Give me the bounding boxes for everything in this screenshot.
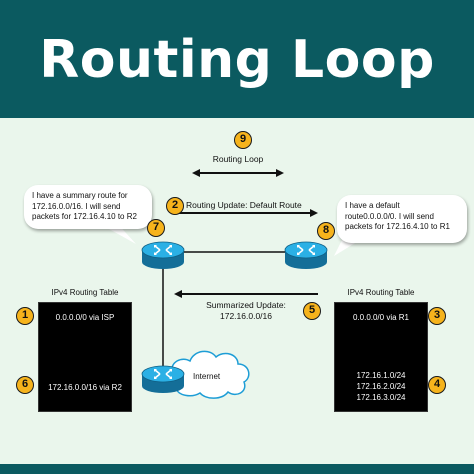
step-badge-3: 3 xyxy=(428,307,446,325)
step-badge-2: 2 xyxy=(166,197,184,215)
router-icon xyxy=(284,241,328,269)
right-routing-table-title: IPv4 Routing Table xyxy=(347,288,415,297)
bubble-r1-thought: I have a summary route for 172.16.0.0/16… xyxy=(24,185,152,229)
bottom-strip xyxy=(0,464,474,474)
step-badge-5: 5 xyxy=(303,302,321,320)
left-routing-table-title: IPv4 Routing Table xyxy=(51,288,119,297)
summarized-update-label: Summarized Update: xyxy=(206,300,286,310)
step-badge-8: 8 xyxy=(317,222,335,240)
internet-label: Internet xyxy=(193,372,221,381)
cloud-icon xyxy=(166,350,250,399)
left-routing-row-2: 172.16.0.0/16 via R2 xyxy=(48,383,122,392)
right-routing-table xyxy=(334,302,428,412)
step-badge-1: 1 xyxy=(16,307,34,325)
right-routing-row-3: 172.16.2.0/24 xyxy=(356,382,406,391)
right-routing-row-4: 172.16.3.0/24 xyxy=(356,393,406,402)
step-badge-6: 6 xyxy=(16,376,34,394)
right-routing-row-2: 172.16.1.0/24 xyxy=(356,371,406,380)
left-routing-table xyxy=(38,302,132,412)
left-routing-row-1: 0.0.0.0/0 via ISP xyxy=(55,313,115,322)
step-badge-4: 4 xyxy=(428,376,446,394)
right-routing-row-1: 0.0.0.0/0 via R1 xyxy=(352,313,410,322)
summarized-update-prefix: 172.16.0.0/16 xyxy=(220,311,272,321)
default-route-update-label: Routing Update: Default Route xyxy=(186,200,302,210)
header-banner xyxy=(0,0,474,118)
routing-loop-label: Routing Loop xyxy=(212,154,264,164)
page-title: Routing Loop xyxy=(39,30,435,90)
bubble-r2-thought: I have a default route0.0.0.0/0. I will … xyxy=(337,195,467,243)
step-badge-9: 9 xyxy=(234,131,252,149)
step-badge-7: 7 xyxy=(147,219,165,237)
router-icon xyxy=(141,241,185,269)
router-icon xyxy=(141,365,185,393)
